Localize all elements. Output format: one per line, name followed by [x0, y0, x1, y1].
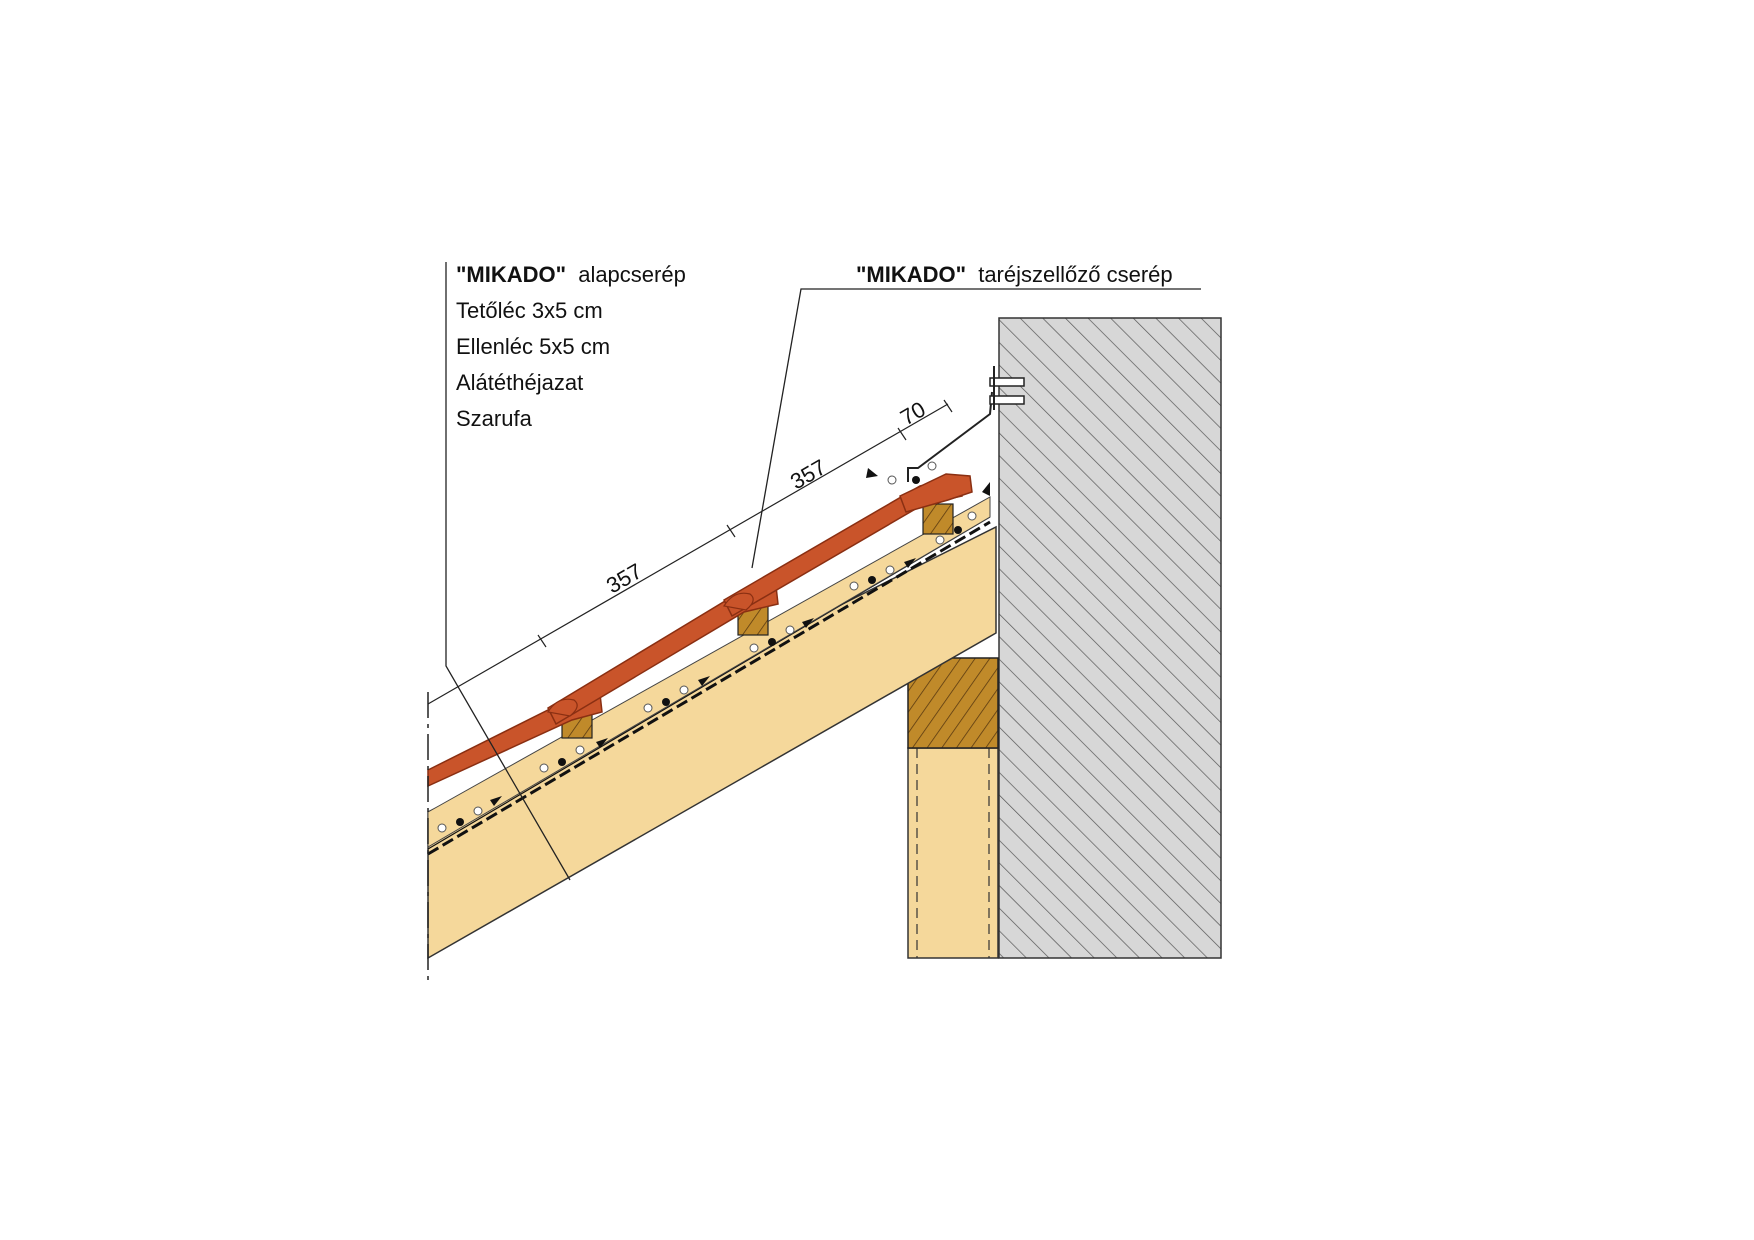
vent-arrow	[490, 796, 502, 806]
label-base-tile-name: alapcserép	[578, 262, 686, 287]
vent-arrow	[698, 676, 710, 686]
dimension-ridge-gap: 70	[896, 396, 930, 430]
vent-dot	[785, 625, 795, 635]
vent-dot	[643, 703, 653, 713]
vent-dot	[437, 823, 447, 833]
tile-interlock-1	[547, 698, 578, 717]
label-ridge-vent-tile: "MIKADO" taréjszellőző cserép	[856, 262, 1173, 287]
vent-dot	[849, 581, 859, 591]
masonry-wall	[998, 317, 1222, 959]
flashing-bracket-2	[989, 395, 1025, 405]
vent-dot	[473, 806, 483, 816]
dimension-tick	[897, 427, 907, 441]
vent-dot	[967, 511, 977, 521]
dimension-lower-span: 357	[602, 558, 646, 598]
vent-arrow	[802, 618, 814, 628]
vent-dot	[539, 763, 549, 773]
vent-dot	[558, 758, 566, 766]
vent-dot	[868, 576, 876, 584]
label-ridge-vent-name: taréjszellőző cserép	[978, 262, 1172, 287]
vent-arrow	[866, 468, 878, 478]
vent-arrow	[596, 738, 608, 748]
vent-dot	[887, 475, 897, 485]
vent-arrow	[982, 482, 990, 496]
vent-dot	[749, 643, 759, 653]
wall-post	[907, 747, 999, 959]
ventilation-flow-markers	[437, 461, 990, 833]
label-base-tile-brand: "MIKADO"	[456, 262, 566, 287]
dimension-line	[427, 403, 949, 705]
leader-line-left	[445, 262, 571, 881]
vent-arrow	[904, 558, 916, 568]
label-base-tile: "MIKADO" alapcserép	[456, 262, 686, 287]
leader-line-right	[751, 288, 1201, 569]
dimension-upper-span: 357	[786, 454, 830, 494]
vent-dot	[885, 565, 895, 575]
vent-dot	[679, 685, 689, 695]
tile-interlock-2	[723, 592, 754, 611]
ridge-flashing	[907, 391, 993, 482]
label-rafter: Szarufa	[456, 406, 533, 431]
vent-dot	[768, 638, 776, 646]
dimension-tick	[537, 634, 547, 648]
vent-dot	[912, 476, 920, 484]
batten-3	[922, 503, 954, 535]
vent-dot	[927, 461, 937, 471]
dimension-tick	[943, 399, 953, 413]
underlay-membrane	[427, 520, 991, 856]
vent-dot	[954, 526, 962, 534]
ridge-vent-tile	[899, 473, 973, 513]
label-ridge-vent-brand: "MIKADO"	[856, 262, 966, 287]
vent-dot	[662, 698, 670, 706]
label-batten: Tetőléc 3x5 cm	[456, 298, 603, 323]
label-underlay: Alátéthéjazat	[456, 370, 583, 395]
vent-dot	[456, 818, 464, 826]
label-counter-batten: Ellenléc 5x5 cm	[456, 334, 610, 359]
vent-dot	[935, 535, 945, 545]
dimension-tick	[726, 524, 736, 538]
flashing-bracket	[989, 377, 1025, 387]
vent-dot	[575, 745, 585, 755]
